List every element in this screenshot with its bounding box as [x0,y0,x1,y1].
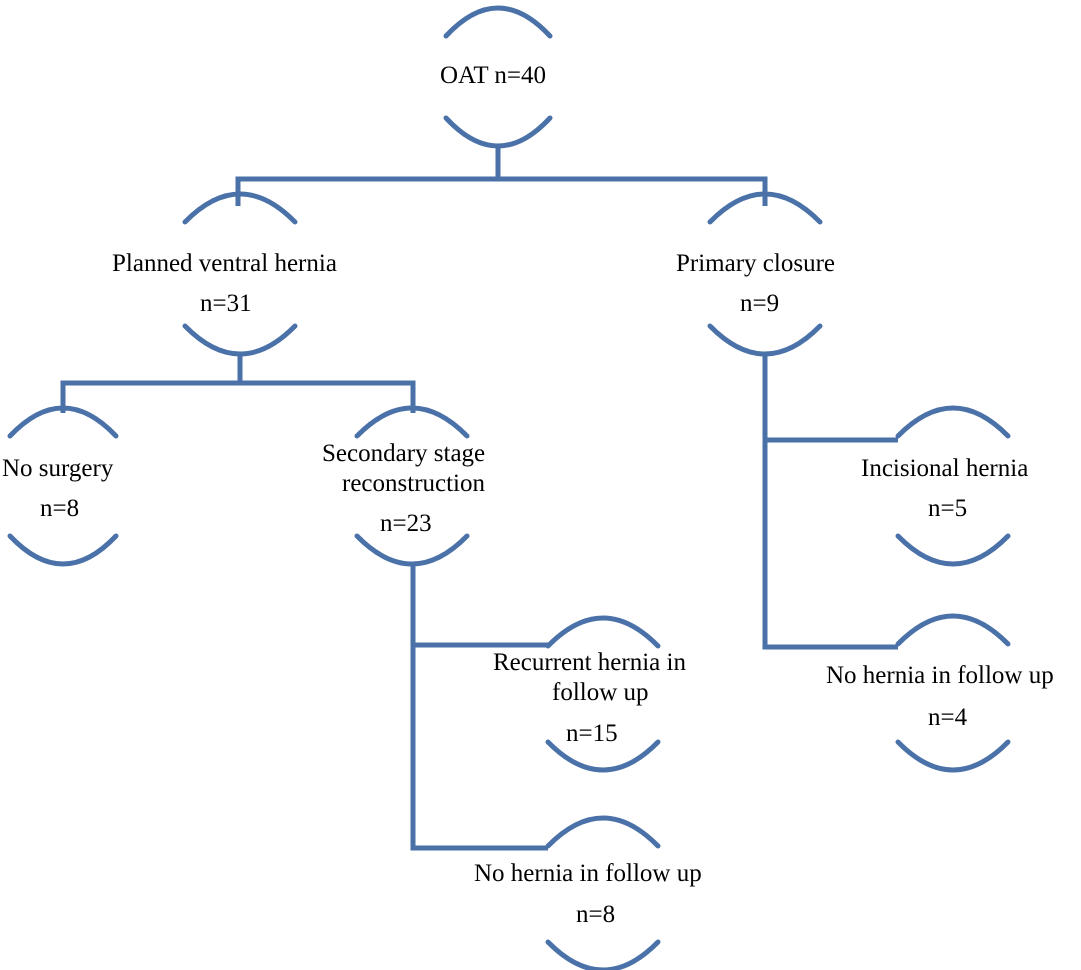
node-incisional-title: Incisional hernia [861,455,1029,482]
node-recurrent-title-line2: follow up [552,679,649,706]
connector-secondary [410,563,548,851]
node-no-hernia-pc-title: No hernia in follow up [826,662,1054,689]
node-no-hernia-sr-count: n=8 [576,901,616,928]
node-recurrent-count: n=15 [566,720,618,747]
node-oat-title: OAT n=40 [440,62,547,89]
node-no-surgery-count: n=8 [40,495,80,522]
node-no-surgery-shape [7,405,119,567]
node-primary-title: Primary closure [676,250,835,277]
node-secondary-count: n=23 [380,510,432,537]
node-no-hernia-pc-count: n=4 [928,704,968,731]
node-primary-count: n=9 [740,290,780,317]
node-no-surgery-title: No surgery [2,455,114,482]
node-secondary-title-line2: reconstruction [342,470,486,497]
node-recurrent-shape [545,615,661,773]
node-no-hernia-sr-title: No hernia in follow up [474,860,702,887]
node-planned-count: n=31 [200,290,252,317]
node-no-hernia-sr-shape [545,815,661,970]
node-incisional-count: n=5 [928,495,968,522]
connector-planned [60,355,416,413]
node-no-hernia-pc-shape [895,613,1011,773]
node-recurrent-title-line1: Recurrent hernia in [493,649,686,676]
node-planned-title: Planned ventral hernia [112,250,337,277]
node-secondary-title-line1: Secondary stage [322,440,486,467]
connector-oat [235,146,768,206]
connector-primary [762,355,898,650]
node-incisional-shape [895,405,1011,567]
